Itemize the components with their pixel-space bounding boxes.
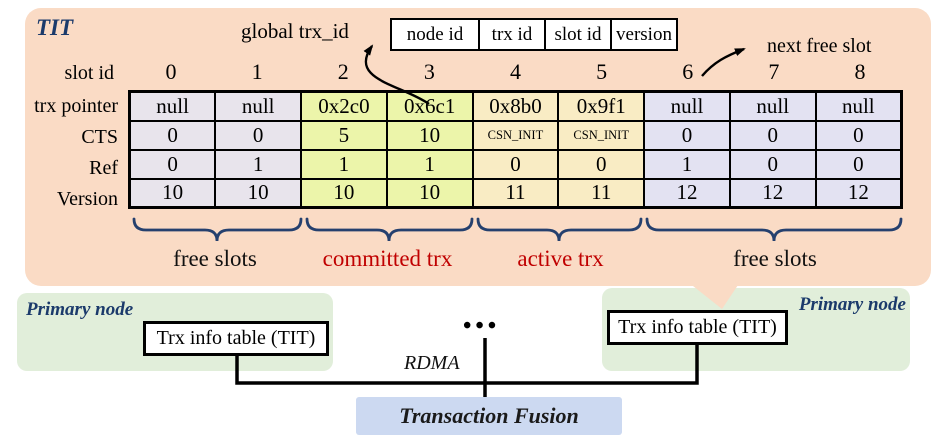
cell-version-7: 12 <box>728 177 817 209</box>
cell-cts-4: CSN_INIT <box>471 119 560 151</box>
cell-ref-1: 1 <box>214 148 303 180</box>
cell-version-5: 11 <box>557 177 646 209</box>
cell-trx-pointer-0: null <box>128 90 217 122</box>
slot-id-row-label: slot id <box>64 62 114 84</box>
slot-id-8: 8 <box>854 59 866 84</box>
slot-id-6: 6 <box>682 59 694 84</box>
row-label-cts: CTS <box>81 126 118 148</box>
cell-ref-3: 1 <box>385 148 474 180</box>
tit-title: TIT <box>36 15 74 40</box>
format-field-node-id: node id <box>406 23 464 45</box>
cell-version-8: 12 <box>814 177 903 209</box>
group-label-free-slots-left: free slots <box>173 246 257 271</box>
cell-ref-7: 0 <box>728 148 817 180</box>
cell-version-0: 10 <box>128 177 217 209</box>
cell-version-6: 12 <box>643 177 731 209</box>
cell-trx-pointer-2: 0x2c0 <box>300 90 388 122</box>
cell-trx-pointer-5: 0x9f1 <box>557 90 646 122</box>
rdma-label: RDMA <box>404 352 460 374</box>
cell-ref-4: 0 <box>471 148 560 180</box>
trx-info-table-right-box: Trx info table (TIT) <box>607 310 788 345</box>
more-nodes-ellipsis: ••• <box>463 313 501 339</box>
transaction-fusion-box: Transaction Fusion <box>356 397 622 435</box>
slot-id-3: 3 <box>423 59 435 84</box>
group-label-committed-trx: committed trx <box>322 246 453 271</box>
global-trx-id-label: global trx_id <box>241 19 349 43</box>
trx-info-table: null null 0x2c0 0x6c1 0x8b0 0x9f1 null n… <box>128 90 903 209</box>
table-row-cts: 0 0 5 10 CSN_INIT CSN_INIT 0 0 0 <box>128 119 903 151</box>
cell-cts-8: 0 <box>814 119 903 151</box>
transaction-fusion-label: Transaction Fusion <box>399 403 579 428</box>
global-trx-id-format-box: node id trx id slot id version <box>390 18 678 51</box>
next-free-slot-label: next free slot <box>767 35 872 57</box>
slot-id-1: 1 <box>251 59 263 84</box>
slot-id-4: 4 <box>509 59 521 84</box>
format-field-trx-id: trx id <box>478 20 544 49</box>
table-row-ref: 0 1 1 1 0 0 1 0 0 <box>128 148 903 180</box>
cell-trx-pointer-6: null <box>643 90 731 122</box>
row-label-ref: Ref <box>89 157 118 179</box>
cell-cts-3: 10 <box>385 119 474 151</box>
cell-cts-2: 5 <box>300 119 388 151</box>
cell-cts-7: 0 <box>728 119 817 151</box>
cell-cts-6: 0 <box>643 119 731 151</box>
cell-ref-6: 1 <box>643 148 731 180</box>
table-row-version: 10 10 10 10 11 11 12 12 12 <box>128 177 903 209</box>
slot-id-numbers: 0 1 2 3 4 5 6 7 8 <box>128 59 903 85</box>
slot-id-2: 2 <box>337 59 349 84</box>
cell-cts-5: CSN_INIT <box>557 119 646 151</box>
cell-ref-5: 0 <box>557 148 646 180</box>
format-field-slot-id: slot id <box>544 20 610 49</box>
slot-id-5: 5 <box>596 59 608 84</box>
table-row-trx-pointer: null null 0x2c0 0x6c1 0x8b0 0x9f1 null n… <box>128 90 903 122</box>
cell-version-2: 10 <box>300 177 388 209</box>
cell-trx-pointer-1: null <box>214 90 303 122</box>
slot-id-7: 7 <box>768 59 780 84</box>
callout-pointer <box>688 282 740 309</box>
primary-node-left-label: Primary node <box>26 299 134 320</box>
group-label-active-trx: active trx <box>517 246 604 271</box>
cell-cts-1: 0 <box>214 119 303 151</box>
format-field-version: version <box>610 20 676 49</box>
row-label-version: Version <box>56 188 118 210</box>
cell-cts-0: 0 <box>128 119 217 151</box>
primary-node-right-label: Primary node <box>798 294 906 315</box>
trx-info-table-left-box: Trx info table (TIT) <box>143 321 329 356</box>
cell-trx-pointer-7: null <box>728 90 817 122</box>
cell-ref-0: 0 <box>128 148 217 180</box>
cell-trx-pointer-3: 0x6c1 <box>385 90 474 122</box>
cell-trx-pointer-4: 0x8b0 <box>471 90 560 122</box>
cell-version-1: 10 <box>214 177 303 209</box>
cell-trx-pointer-8: null <box>814 90 903 122</box>
cell-version-3: 10 <box>385 177 474 209</box>
cell-ref-8: 0 <box>814 148 903 180</box>
slot-id-0: 0 <box>165 59 177 84</box>
cell-version-4: 11 <box>471 177 560 209</box>
row-label-trx-pointer: trx pointer <box>34 95 118 117</box>
cell-ref-2: 1 <box>300 148 388 180</box>
group-label-free-slots-right: free slots <box>733 246 817 271</box>
